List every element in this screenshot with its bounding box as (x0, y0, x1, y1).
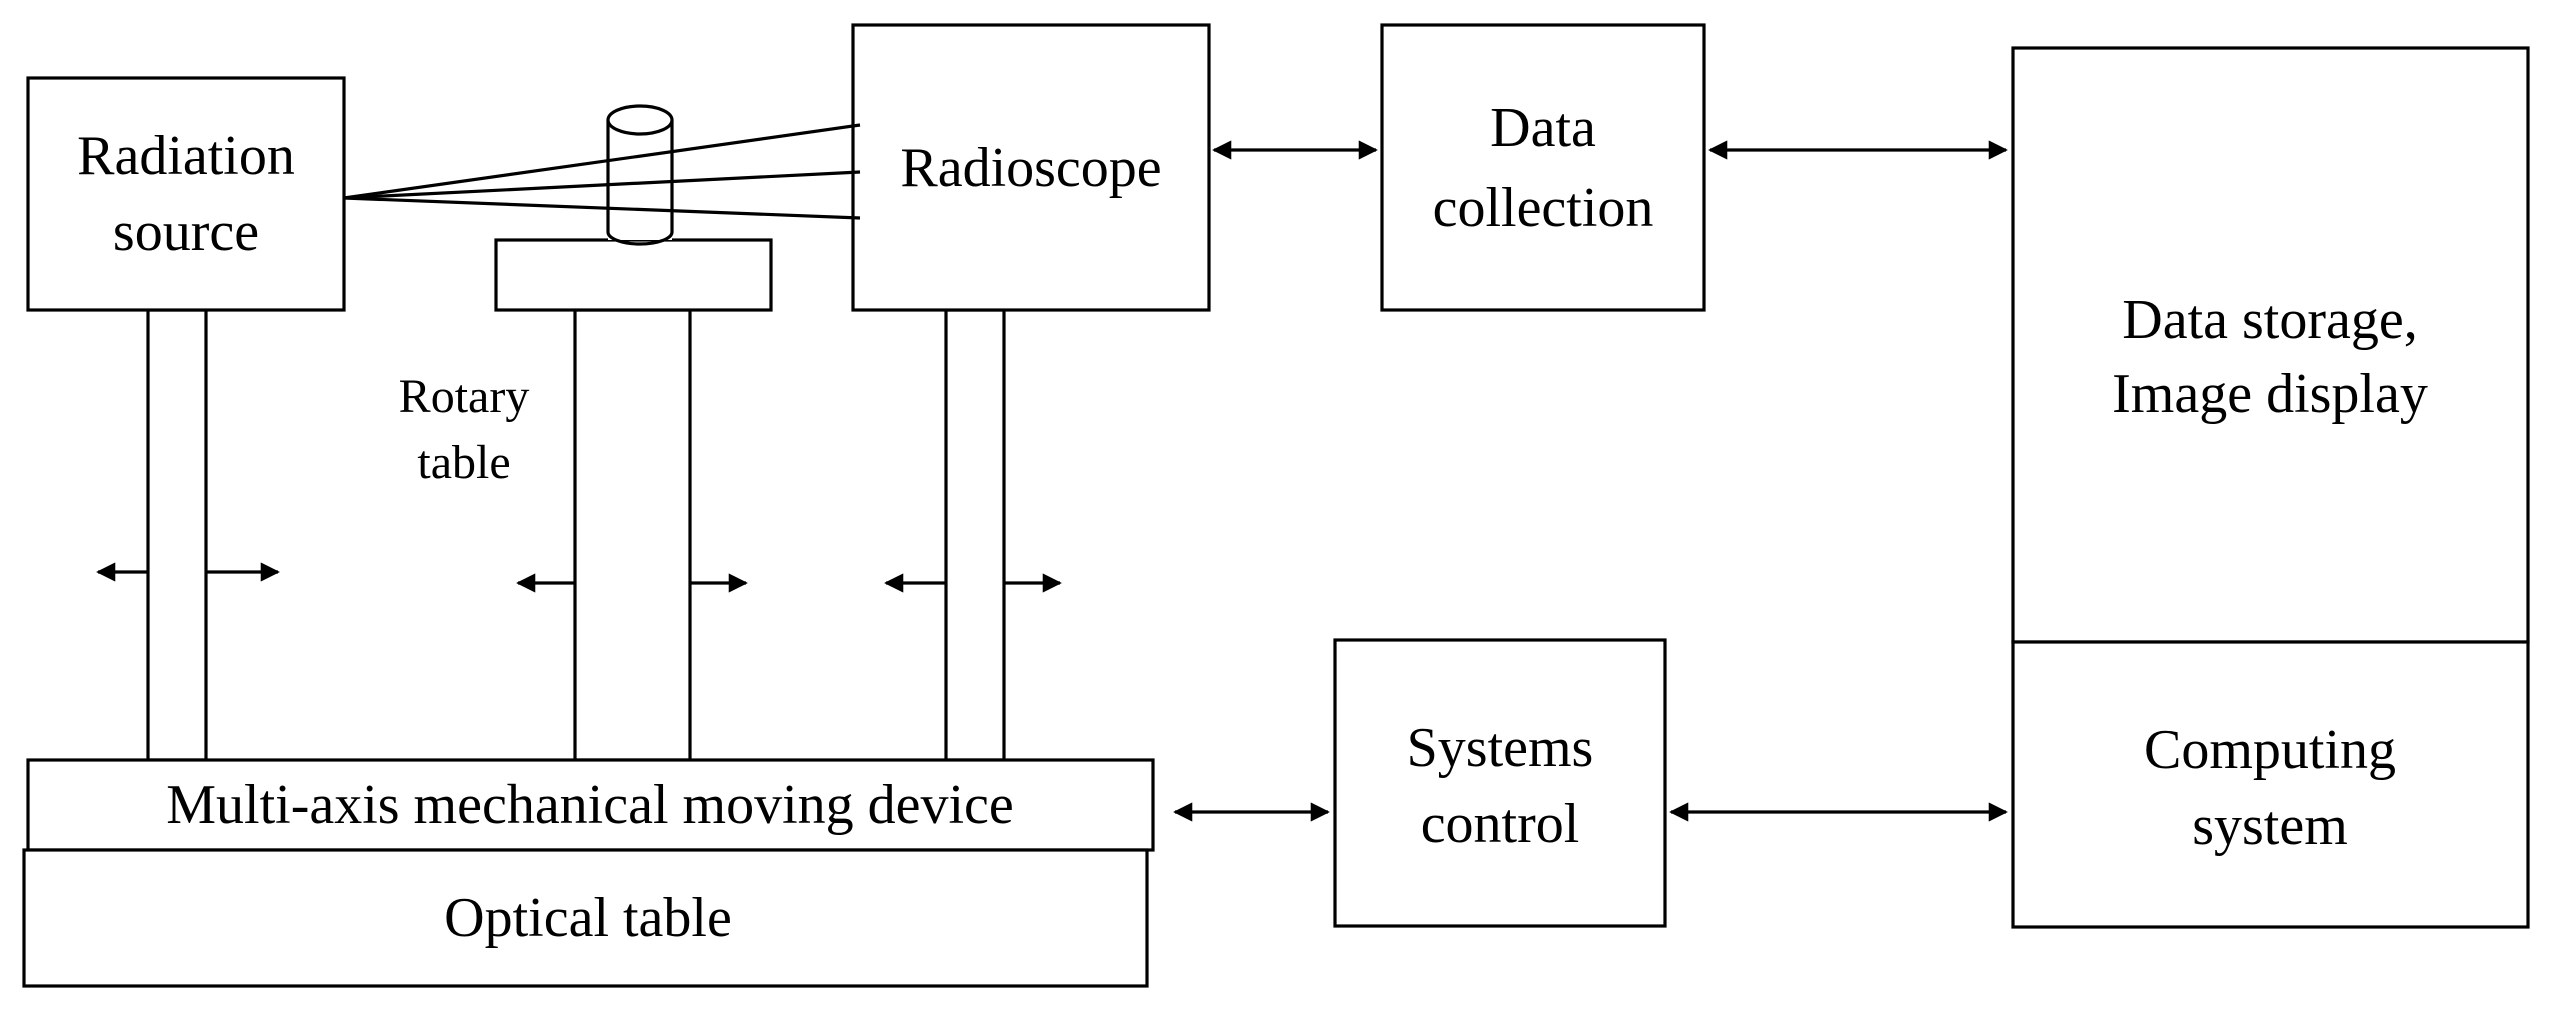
radioscope-label: Radioscope (900, 137, 1161, 199)
multi-axis-device-label: Multi-axis mechanical moving device (166, 774, 1014, 836)
rotary-table-label-line2: table (417, 436, 510, 489)
systems-control-label-line1: Systems (1407, 717, 1594, 779)
radiation-source-box: Radiation source (26, 76, 346, 312)
systems-control-box: Systems control (1333, 638, 1667, 928)
multi-axis-device-box: Multi-axis mechanical moving device (26, 758, 1155, 852)
rotary-table-column (573, 308, 692, 762)
radioscope-column (944, 308, 1006, 762)
optical-table-label: Optical table (444, 887, 732, 949)
data-storage-box: Data storage, Image display (2011, 46, 2530, 644)
systems-control-label-line2: control (1421, 793, 1580, 855)
sample-cylinder (606, 104, 674, 246)
data-collection-box: Data collection (1380, 23, 1706, 312)
computing-system-label-line2: system (2192, 795, 2348, 857)
radiation-source-label-line2: source (113, 201, 259, 263)
data-collection-label-line1: Data (1490, 97, 1596, 159)
data-storage-label-line2: Image display (2112, 363, 2428, 425)
radiation-beam (343, 123, 861, 220)
computing-system-box: Computing system (2011, 640, 2530, 929)
radioscope-box: Radioscope (851, 23, 1211, 312)
rotary-table-plate (494, 238, 773, 312)
data-collection-label-line2: collection (1433, 177, 1654, 239)
rotary-table-label-line1: Rotary (399, 370, 530, 423)
radiation-source-label-line1: Radiation (77, 125, 295, 187)
computing-system-label-line1: Computing (2144, 719, 2396, 781)
optical-table-box: Optical table (22, 848, 1149, 988)
radiation-source-column (146, 308, 208, 762)
data-storage-label-line1: Data storage, (2122, 289, 2417, 351)
